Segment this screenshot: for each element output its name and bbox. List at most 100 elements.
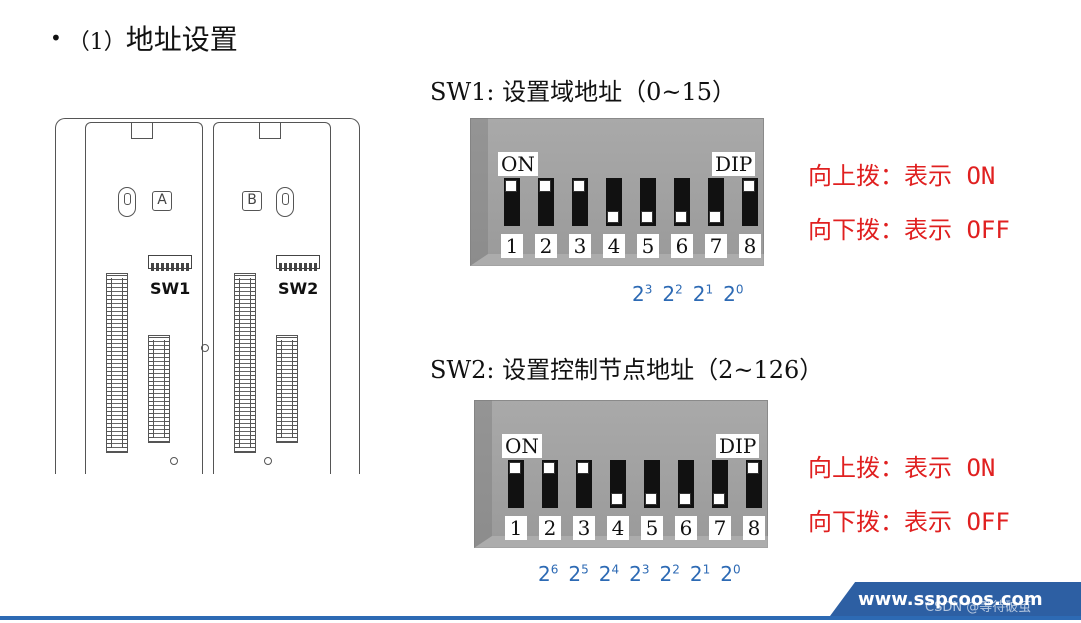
dip-slot-8: [746, 460, 762, 508]
connector-right: [276, 335, 298, 443]
dip-toggle-3: [577, 462, 589, 474]
section-title: •（1）地址设置: [50, 18, 238, 58]
dip-toggle-5: [641, 211, 653, 223]
dip-number-5: 5: [641, 516, 663, 540]
dip-slot-3: [576, 460, 592, 508]
sw2-range: （2~126）: [694, 356, 824, 384]
sw2-legend-up: 向上拨：表示 ON: [808, 454, 996, 482]
mount-hole: [264, 457, 272, 465]
bit-weight: 21: [689, 562, 711, 586]
logo-band: [830, 582, 1081, 616]
dip-label: DIP: [712, 152, 756, 176]
sw1-legend-down: 向下拨：表示 OFF: [808, 216, 1010, 244]
dip-label: DIP: [716, 434, 760, 458]
dip-toggle-4: [611, 493, 623, 505]
dip-slot-6: [678, 460, 694, 508]
dip-toggle-6: [675, 211, 687, 223]
module-letter: B: [242, 191, 262, 211]
dip-slot-7: [708, 178, 724, 226]
dip-slot-4: [610, 460, 626, 508]
dip-toggle-1: [505, 180, 517, 192]
dip-slot-4: [606, 178, 622, 226]
switch-label: SW2: [278, 279, 319, 298]
dip-number-4: 4: [607, 516, 629, 540]
sw2-desc: 设置控制节点地址: [502, 356, 695, 384]
title-text: 地址设置: [125, 23, 238, 56]
keyhole-icon: [276, 187, 294, 217]
dip-toggle-1: [509, 462, 521, 474]
bit-weight: 26: [538, 562, 559, 586]
dip-slot-1: [508, 460, 524, 508]
title-bullet: •: [50, 26, 62, 50]
sw1-heading: SW1: 设置域地址（0~15）: [430, 72, 736, 107]
sw1-desc: 设置域地址: [502, 78, 623, 106]
sw1-legend-up: 向上拨：表示 ON: [808, 162, 996, 190]
keyhole-icon: [118, 187, 136, 217]
on-label: ON: [498, 152, 538, 176]
sw1-id: SW1:: [430, 78, 495, 106]
dip-number-4: 4: [603, 234, 625, 258]
dip-toggle-4: [607, 211, 619, 223]
sw2-id: SW2:: [430, 356, 495, 384]
dip-number-6: 6: [671, 234, 693, 258]
module-tab: [259, 123, 281, 139]
mount-hole: [170, 457, 178, 465]
dip-number-8: 8: [739, 234, 761, 258]
dip-number-8: 8: [743, 516, 765, 540]
dip-slot-2: [538, 178, 554, 226]
mini-dip-switch: [276, 255, 320, 271]
bit-weight: 24: [598, 562, 620, 586]
connector-right: [148, 335, 170, 443]
device-frame: [55, 118, 360, 474]
connector-left: [106, 273, 128, 453]
dip-number-7: 7: [709, 516, 731, 540]
sw2-legend-down: 向下拨：表示 OFF: [808, 508, 1010, 536]
dip-toggle-2: [543, 462, 555, 474]
mini-dip-switch: [148, 255, 192, 271]
bit-weight: 22: [662, 282, 683, 306]
dip-toggle-2: [539, 180, 551, 192]
module-letter: A: [152, 191, 172, 211]
dip-number-5: 5: [637, 234, 659, 258]
center-hole: [201, 344, 209, 352]
bit-weight: 20: [720, 562, 741, 586]
bit-weight: 23: [632, 282, 653, 306]
dip-toggle-7: [713, 493, 725, 505]
dip-toggle-7: [709, 211, 721, 223]
switch-label: SW1: [150, 279, 191, 298]
module-a: A SW1: [85, 122, 203, 474]
dip-slot-7: [712, 460, 728, 508]
dip-number-6: 6: [675, 516, 697, 540]
connector-left: [234, 273, 256, 453]
dip-number-3: 3: [573, 516, 595, 540]
dip-slot-1: [504, 178, 520, 226]
dip-toggle-6: [679, 493, 691, 505]
sw2-heading: SW2: 设置控制节点地址（2~126）: [430, 350, 823, 385]
dip-number-1: 1: [501, 234, 523, 258]
dip-number-3: 3: [569, 234, 591, 258]
watermark: CSDN @等待破茧: [925, 600, 1032, 615]
sw1-range: （0~15）: [622, 78, 737, 106]
module-tab: [131, 123, 153, 139]
dip-slot-5: [640, 178, 656, 226]
dip-toggle-8: [747, 462, 759, 474]
dip-toggle-8: [743, 180, 755, 192]
dip-number-2: 2: [535, 234, 557, 258]
dip-number-2: 2: [539, 516, 561, 540]
dip-number-1: 1: [505, 516, 527, 540]
module-b: B SW2: [213, 122, 331, 474]
dip-toggle-5: [645, 493, 657, 505]
title-index: （1）: [67, 30, 126, 55]
dip-slot-6: [674, 178, 690, 226]
dip-slot-2: [542, 460, 558, 508]
bit-weight: 23: [629, 562, 650, 586]
dip-toggle-3: [573, 180, 585, 192]
bit-weight: 25: [568, 562, 589, 586]
on-label: ON: [502, 434, 542, 458]
controller-device: A SW1 B SW2: [55, 118, 360, 478]
footer-bar: [0, 616, 1081, 620]
